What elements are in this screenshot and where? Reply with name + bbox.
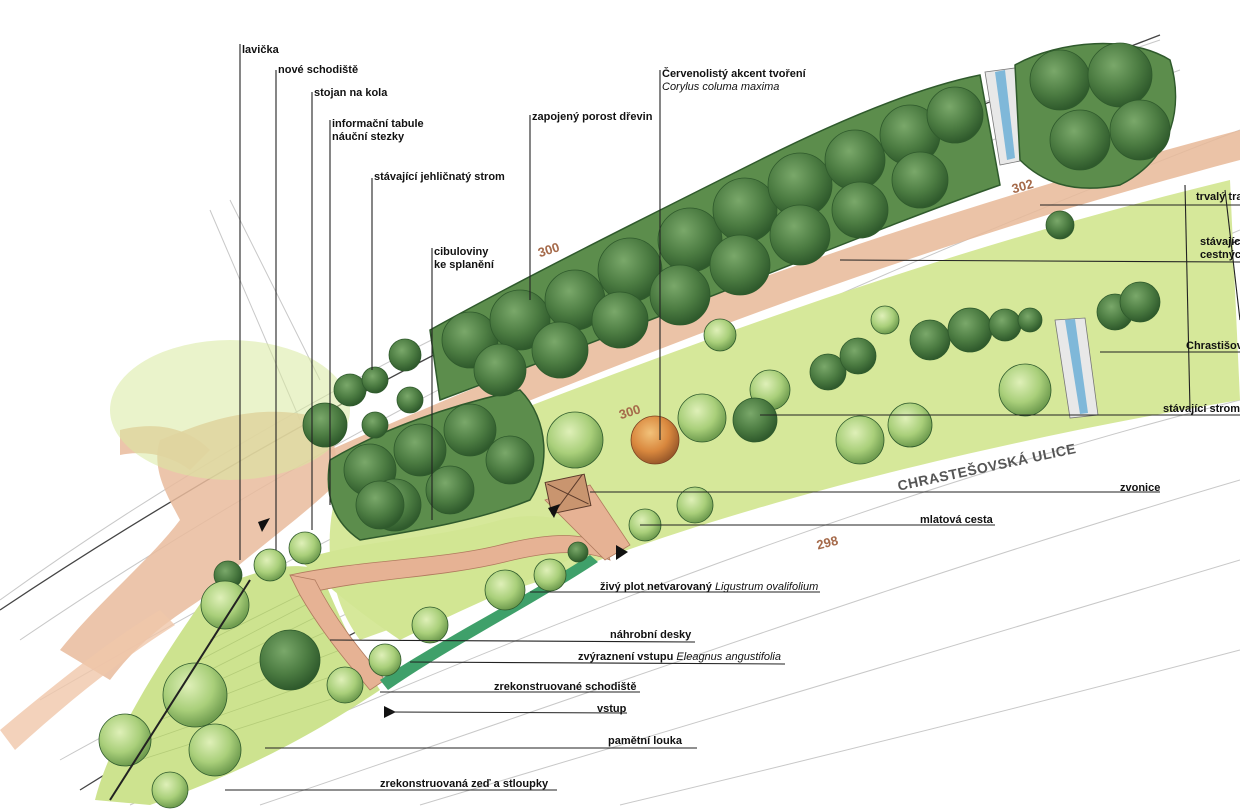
label-chrastisov: Chrastišov	[1186, 340, 1240, 352]
woodland-canopies	[343, 42, 1171, 532]
gravel-path	[289, 535, 611, 596]
path-diagonal-left	[0, 610, 175, 750]
label-entrance: vstup	[597, 703, 627, 715]
label-new-stairs: nové schodiště	[278, 64, 359, 76]
red-accent-tree	[630, 415, 680, 465]
label-entrance-highlight: zvýraznení vstupu Eleagnus angustifolia	[578, 651, 781, 663]
water-channels	[984, 67, 1099, 419]
junction-trees	[302, 338, 424, 530]
label-hedge: živý plot netvarovaný Ligustrum ovalifol…	[600, 581, 819, 593]
label-bike-rack: stojan na kola	[314, 87, 388, 99]
lawn-trees	[546, 210, 1161, 542]
reconstructed-wall	[109, 579, 251, 801]
green-wash-left	[110, 340, 350, 480]
label-perennial: trvalý tra	[1196, 191, 1240, 203]
label-memorial-meadow: pamětní louka	[608, 735, 682, 747]
orange-footpath-upper	[330, 130, 1240, 480]
label-existing-tree: stávající strom	[1163, 403, 1240, 415]
label-gravestones: náhrobní desky	[610, 629, 692, 641]
label-bell-tower: zvonice	[1120, 482, 1161, 494]
label-bench: lavička	[242, 44, 279, 56]
leader-lines	[225, 44, 1240, 791]
label-woodland: zapojený porost dřevin	[532, 111, 653, 123]
meadow-trees	[98, 531, 589, 809]
label-reconstructed-stairs: zrekonstruované schodiště	[494, 681, 637, 693]
entrance-arrows	[258, 504, 628, 718]
label-gravel-path: mlatová cesta	[920, 514, 993, 526]
label-wall-posts: zrekonstruovaná zeď a stloupky	[380, 778, 549, 790]
label-existing-conifer: stávající jehličnatý strom	[374, 171, 505, 183]
meadow-hatching	[139, 589, 361, 761]
memorial-meadow	[95, 566, 380, 805]
path-junction-left	[60, 411, 340, 680]
